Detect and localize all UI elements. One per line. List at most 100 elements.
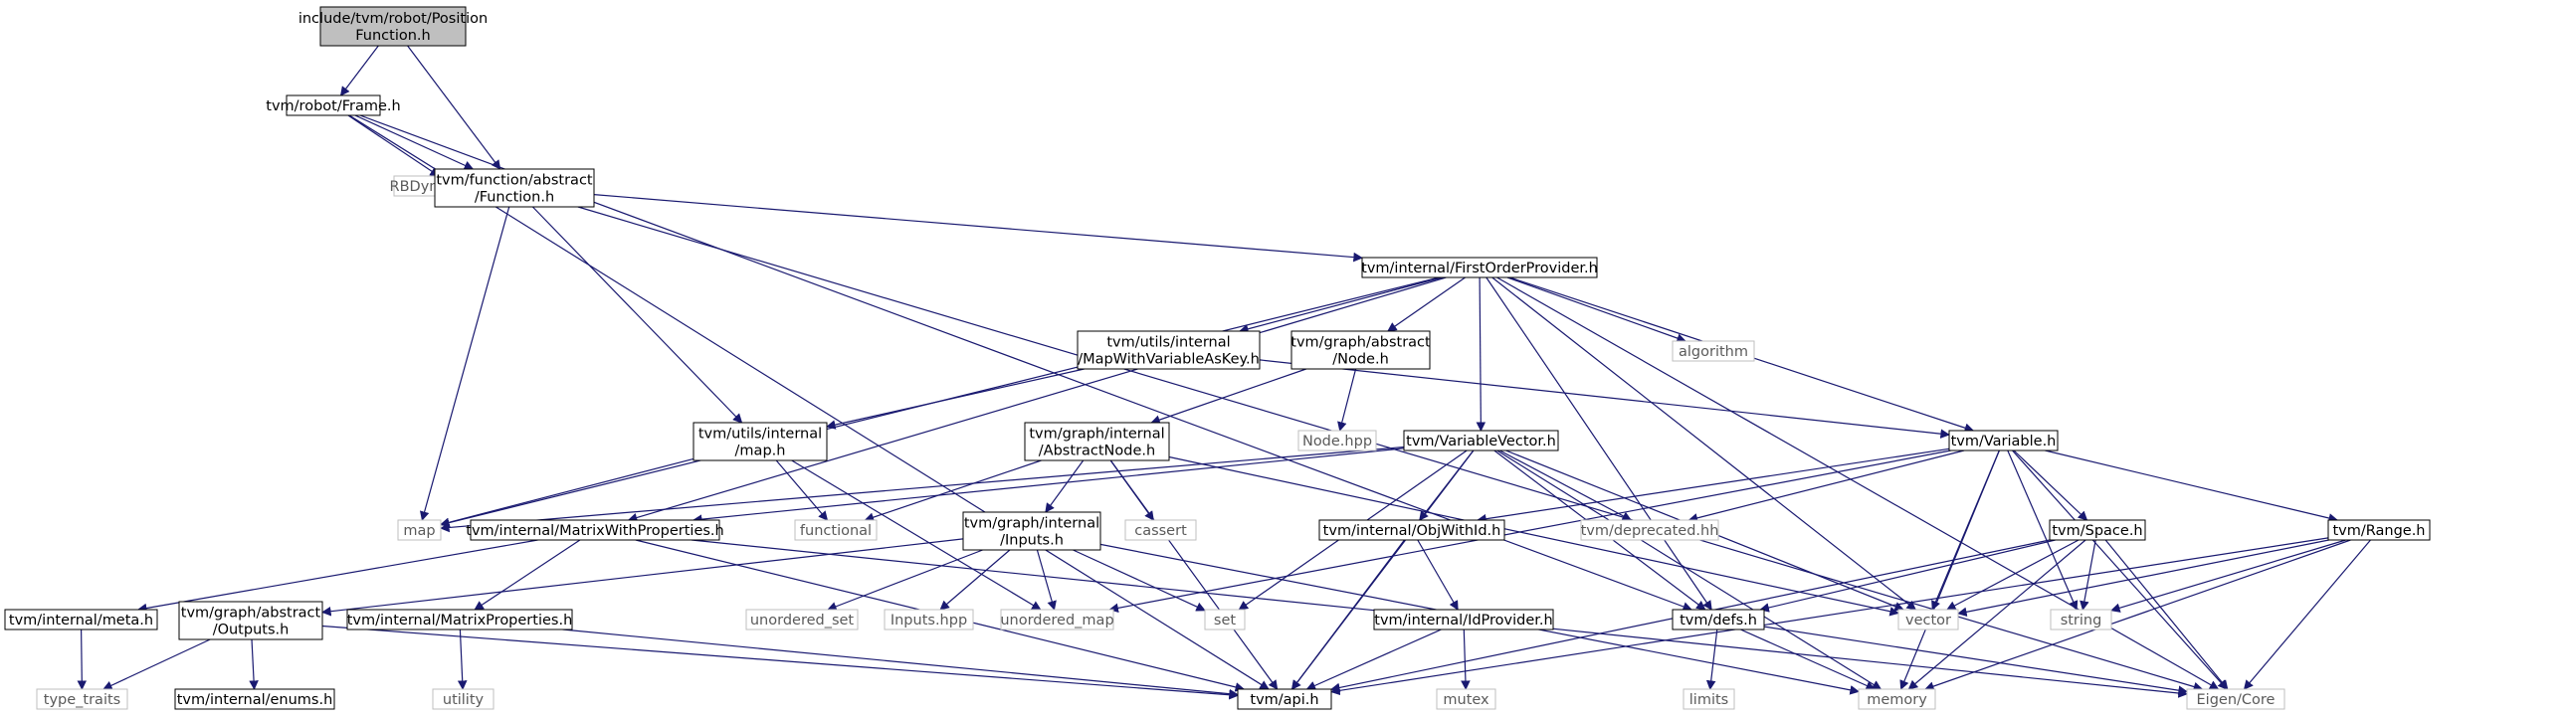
node-map: map bbox=[397, 519, 442, 541]
node-utility: utility bbox=[432, 688, 495, 710]
node-space[interactable]: tvm/Space.h bbox=[2049, 519, 2146, 541]
node-enums[interactable]: tvm/internal/enums.h bbox=[174, 688, 335, 710]
edge-range-to-string bbox=[2110, 539, 2346, 613]
node-inputs-h[interactable]: tvm/graph/internal/Inputs.h bbox=[962, 511, 1101, 551]
edge-first_order_provider-to-node_h bbox=[1387, 276, 1466, 332]
node-box bbox=[2049, 519, 2146, 541]
edges bbox=[77, 45, 2371, 700]
edge-id_provider-to-mutex bbox=[1461, 629, 1471, 690]
node-deprecated: tvm/deprecated.hh bbox=[1580, 519, 1719, 541]
node-matrix-with-properties[interactable]: tvm/internal/MatrixWithProperties.h bbox=[466, 519, 724, 541]
node-box bbox=[1237, 688, 1332, 710]
node-box bbox=[286, 94, 381, 116]
node-first-order-provider[interactable]: tvm/internal/FirstOrderProvider.h bbox=[1361, 257, 1598, 278]
node-set: set bbox=[1204, 609, 1246, 630]
edge-variable_vector-to-matrix_with_properties bbox=[692, 448, 1405, 524]
node-box bbox=[1124, 519, 1197, 541]
node-label: functional bbox=[800, 523, 872, 539]
node-obj-with-id[interactable]: tvm/internal/ObjWithId.h bbox=[1318, 519, 1505, 541]
node-box bbox=[1948, 430, 2059, 451]
node-unordered-map: unordered_map bbox=[1000, 609, 1114, 630]
node-label: /Inputs.h bbox=[1000, 533, 1064, 549]
node-cassert: cassert bbox=[1124, 519, 1197, 541]
node-label: /AbstractNode.h bbox=[1039, 444, 1155, 459]
node-label: tvm/internal/meta.h bbox=[9, 613, 153, 629]
node-abstract-node[interactable]: tvm/graph/internal/AbstractNode.h bbox=[1024, 422, 1170, 461]
edge-first_order_provider-to-map_with_variable_as_key bbox=[1239, 276, 1443, 334]
node-label: /Function.h bbox=[475, 190, 554, 206]
edge-function-to-first_order_provider bbox=[593, 194, 1363, 263]
edge-range-to-eigen_core bbox=[2243, 539, 2371, 690]
node-box bbox=[745, 609, 859, 630]
node-label: tvm/graph/abstract bbox=[181, 606, 321, 622]
node-box bbox=[1897, 609, 1959, 630]
edge-variable_vector-to-deprecated bbox=[1499, 449, 1633, 521]
edge-abstract_node-to-vector bbox=[1168, 455, 1899, 617]
edge-defs-to-memory bbox=[1740, 629, 1876, 690]
node-box bbox=[1672, 340, 1755, 362]
edge-obj_with_id-to-api bbox=[1290, 539, 1405, 690]
edge-id_provider-to-api bbox=[1305, 629, 1442, 690]
node-frame[interactable]: tvm/robot/Frame.h bbox=[266, 94, 401, 116]
node-box bbox=[884, 609, 974, 630]
node-box bbox=[962, 511, 1101, 551]
node-variable[interactable]: tvm/Variable.h bbox=[1948, 430, 2059, 451]
node-utils-map[interactable]: tvm/utils/internal/map.h bbox=[693, 422, 828, 461]
edge-position_function-to-function bbox=[407, 45, 501, 170]
edge-variable_vector-to-map bbox=[440, 446, 1405, 533]
node-label: include/tvm/robot/Position bbox=[298, 11, 488, 27]
node-label: tvm/Range.h bbox=[2332, 523, 2425, 539]
node-memory: memory bbox=[1858, 688, 1936, 710]
node-label: Node.hpp bbox=[1302, 434, 1372, 449]
node-box bbox=[470, 519, 720, 541]
edge-inputs_h-to-unordered_map bbox=[1036, 549, 1057, 611]
edge-first_order_provider-to-defs bbox=[1486, 276, 1712, 611]
edge-map_with_variable_as_key-to-variable bbox=[1259, 359, 1950, 439]
edge-utils_map-to-unordered_map bbox=[791, 459, 1042, 611]
edge-variable-to-vector bbox=[1931, 449, 2000, 611]
node-label: tvm/utils/internal bbox=[698, 427, 822, 443]
node-box bbox=[1580, 519, 1719, 541]
edge-position_function-to-frame bbox=[339, 45, 379, 96]
node-range[interactable]: tvm/Range.h bbox=[2327, 519, 2431, 541]
node-box bbox=[1297, 430, 1377, 451]
node-variable-vector[interactable]: tvm/VariableVector.h bbox=[1403, 430, 1559, 451]
node-node-h[interactable]: tvm/graph/abstract/Node.h bbox=[1290, 330, 1431, 370]
node-box bbox=[434, 168, 595, 208]
node-outputs[interactable]: tvm/graph/abstract/Outputs.h bbox=[178, 601, 323, 640]
node-functional: functional bbox=[794, 519, 878, 541]
edge-outputs-to-enums bbox=[249, 638, 259, 690]
edge-space-to-vector bbox=[1946, 539, 2080, 611]
node-label: tvm/Variable.h bbox=[1951, 434, 2057, 449]
node-id-provider[interactable]: tvm/internal/IdProvider.h bbox=[1373, 609, 1554, 630]
node-box bbox=[174, 688, 335, 710]
node-label: map bbox=[403, 523, 435, 539]
edge-range-to-api bbox=[1330, 537, 2329, 696]
node-label: /map.h bbox=[735, 444, 786, 459]
node-label: /Node.h bbox=[1332, 352, 1389, 368]
node-meta[interactable]: tvm/internal/meta.h bbox=[4, 609, 158, 630]
edge-abstract_node-to-inputs_h bbox=[1045, 459, 1085, 513]
node-box bbox=[2327, 519, 2431, 541]
node-node-hpp: Node.hpp bbox=[1297, 430, 1377, 451]
node-box bbox=[1672, 609, 1765, 630]
edge-matrix_with_properties-to-matrix_properties bbox=[474, 539, 581, 611]
node-function[interactable]: tvm/function/abstract/Function.h bbox=[434, 168, 595, 208]
node-map-with-variable-as-key[interactable]: tvm/utils/internal/MapWithVariableAsKey.… bbox=[1077, 330, 1261, 370]
node-box bbox=[178, 601, 323, 640]
edge-inputs_h-to-unordered_set bbox=[827, 549, 983, 612]
edge-outputs-to-type_traits bbox=[102, 638, 211, 690]
edge-matrix_properties-to-utility bbox=[457, 629, 468, 690]
node-box bbox=[693, 422, 828, 461]
node-api[interactable]: tvm/api.h bbox=[1237, 688, 1332, 710]
edge-inputs_h-to-outputs bbox=[321, 538, 964, 617]
edge-outputs-to-api bbox=[321, 625, 1239, 700]
node-defs[interactable]: tvm/defs.h bbox=[1672, 609, 1765, 630]
node-label: tvm/internal/IdProvider.h bbox=[1374, 613, 1552, 629]
edge-range-to-vector bbox=[1957, 539, 2329, 618]
node-box bbox=[1403, 430, 1559, 451]
node-matrix-properties[interactable]: tvm/internal/MatrixProperties.h bbox=[346, 609, 573, 630]
node-eigen-core: Eigen/Core bbox=[2186, 688, 2285, 710]
